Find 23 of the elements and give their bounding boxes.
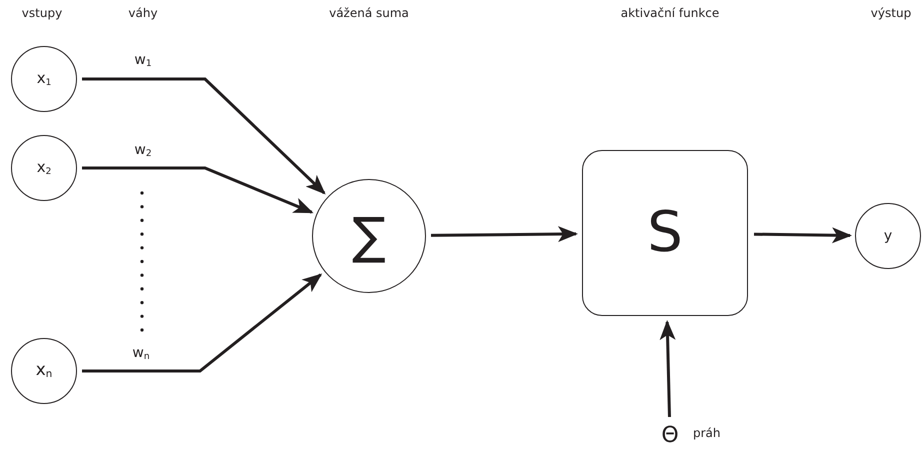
threshold-symbol: Θ	[661, 425, 679, 447]
threshold-label: práh	[693, 426, 721, 440]
column-heading: výstup	[870, 6, 912, 20]
arrow	[660, 320, 676, 418]
column-heading: vstupy	[22, 6, 62, 20]
node-label: ∑	[352, 211, 386, 261]
column-heading: váhy	[128, 6, 158, 20]
node-label: x$_{1}$	[36, 70, 52, 88]
node-label: y	[884, 229, 892, 243]
edge-label: w$_{2}$	[134, 142, 152, 159]
node-label: x$_{2}$	[36, 160, 52, 176]
edge-label: w$_{1}$	[134, 52, 152, 69]
activation-box	[582, 150, 748, 316]
arrow	[430, 226, 578, 242]
column-heading: aktivační funkce	[620, 6, 720, 20]
arrow	[82, 166, 314, 214]
arrow	[82, 78, 326, 194]
arrow	[82, 273, 322, 372]
column-heading: vážená suma	[329, 6, 409, 20]
node-label: x$_{n}$	[36, 362, 52, 380]
edge-label: w$_{n}$	[132, 345, 150, 362]
arrow	[754, 227, 852, 244]
node-label: S	[647, 205, 683, 261]
